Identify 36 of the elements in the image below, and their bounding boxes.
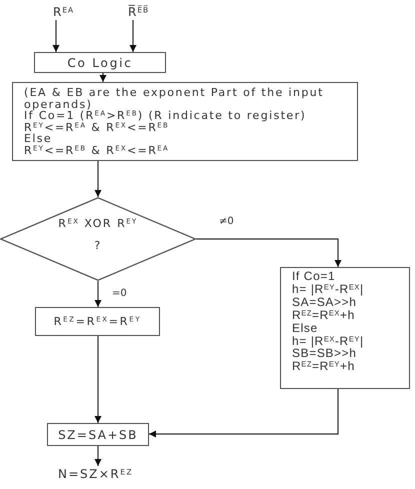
process-box xyxy=(47,423,149,446)
result-formula: N=SZ×R$^{EZ}$ xyxy=(58,466,134,482)
flow-arrow xyxy=(130,20,136,52)
flow-arrow xyxy=(94,336,102,423)
box-label: Co Logic xyxy=(67,56,133,70)
statement-text: R$^{EZ}$=R$^{EX}$+h xyxy=(292,308,355,322)
statement-text: Else xyxy=(292,322,318,335)
flow-arrow xyxy=(94,446,102,466)
note-box xyxy=(12,82,358,161)
flow-arrow xyxy=(149,389,339,438)
condition-text: ? xyxy=(94,239,102,252)
flow-arrow xyxy=(94,161,102,197)
note-text: Else xyxy=(24,133,52,145)
process-box xyxy=(280,267,410,389)
flow-arrow xyxy=(94,281,102,307)
logic-box xyxy=(34,52,166,73)
flow-arrow xyxy=(52,20,60,52)
formula-text: SZ=SA+SB xyxy=(58,428,138,442)
flow-arrow xyxy=(100,73,106,82)
input-label: R̅$^{E̅B̅}$ xyxy=(128,5,150,20)
formula-text: R$^{EZ}$=R$^{EX}$=R$^{EY}$ xyxy=(54,315,142,328)
input-label: R$^{EA}$ xyxy=(53,5,74,20)
decision-diamond xyxy=(0,197,196,281)
statement-text: SA=SA>>h xyxy=(292,296,357,309)
statement-text: If Co=1 xyxy=(292,270,336,283)
note-text: R$^{EY}$<=R$^{EA}$ & R$^{EX}$<=R$^{EB}$ xyxy=(24,122,170,134)
statement-text: SB=SB>>h xyxy=(292,347,357,360)
statement-text: R$^{EZ}$=R$^{EY}$+h xyxy=(292,360,355,374)
flow-arrow xyxy=(196,238,342,267)
condition-text: R$^{EX}$ XOR R$^{EY}$ xyxy=(58,217,138,230)
statement-text: h= |R$^{EY}$-R$^{EX}$| xyxy=(292,282,364,296)
note-text: If Co=1 (R$^{EA}$>R$^{EB}$) (R indicate to register) xyxy=(24,110,306,122)
process-box xyxy=(35,307,160,336)
statement-text: h= |R$^{EX}$-R$^{EY}$| xyxy=(292,334,364,348)
note-text: (EA & EB are the exponent Part of the input operands) xyxy=(24,87,325,110)
note-text: R$^{EY}$<=R$^{EB}$ & R$^{EX}$<=R$^{EA}$ xyxy=(24,144,170,157)
